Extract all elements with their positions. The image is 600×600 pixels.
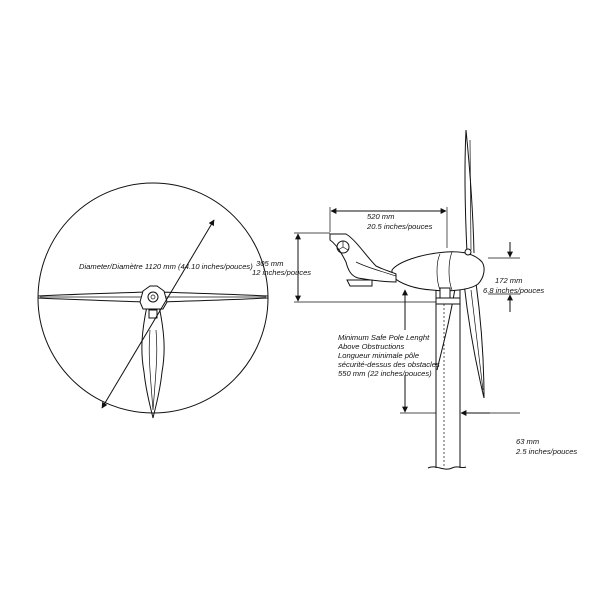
dim-pole-min-line4: sécurité-dessus des obstacles [338, 360, 440, 369]
dim-pole-min-line2: Above Obstructions [337, 342, 404, 351]
front-blades [37, 291, 269, 419]
nacelle [391, 248, 485, 292]
dim-height-right: 172 mm 6.8 inches/pouces [483, 242, 544, 312]
dim-length-top: 520 mm 20.5 inches/pouces [329, 207, 448, 248]
dim-pole-min: Minimum Safe Pole Lenght Above Obstructi… [337, 289, 440, 414]
dim-height-right-line2: 6.8 inches/pouces [483, 286, 544, 295]
dim-length-top-line2: 20.5 inches/pouces [366, 222, 433, 231]
diameter-label: Diameter/Diamètre 1120 mm (44.10 inches/… [79, 262, 253, 271]
pole [427, 289, 467, 470]
dim-pole-min-line5: 550 mm (22 inches/pouces) [338, 369, 432, 378]
yaw-connector [435, 287, 461, 305]
dim-height-right-line1: 172 mm [495, 276, 522, 285]
dim-height-left: 305 mm 12 inches/pouces [252, 232, 436, 303]
tail [329, 233, 397, 287]
dim-height-left-line2: 12 inches/pouces [252, 268, 311, 277]
dim-pole-diameter-line1: 63 mm [516, 437, 539, 446]
front-hub [139, 285, 168, 319]
dim-pole-diameter-line2: 2.5 inches/pouces [515, 447, 577, 456]
side-blades [436, 129, 485, 399]
diameter-arrow [101, 219, 215, 409]
dim-pole-diameter: 63 mm 2.5 inches/pouces [460, 410, 577, 456]
side-view: 520 mm 20.5 inches/pouces 305 mm 12 inch… [252, 129, 577, 470]
front-view: Diameter/Diamètre 1120 mm (44.10 inches/… [37, 182, 269, 419]
dim-pole-min-line1: Minimum Safe Pole Lenght [338, 333, 430, 342]
dim-height-left-line1: 305 mm [256, 259, 283, 268]
dim-length-top-line1: 520 mm [367, 212, 394, 221]
dim-pole-min-line3: Longueur minimale pôle [338, 351, 419, 360]
